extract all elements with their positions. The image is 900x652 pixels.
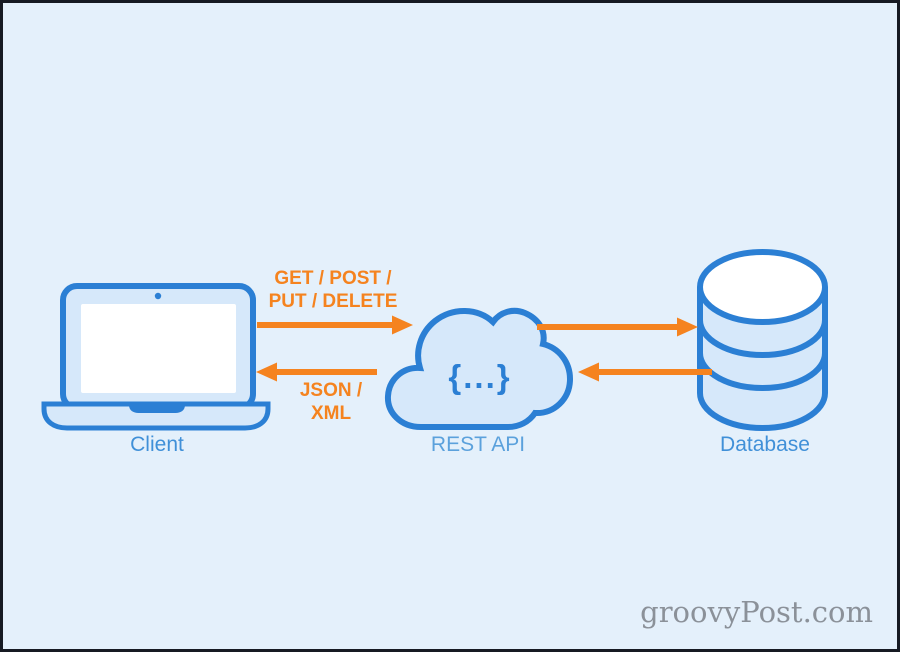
laptop-base-notch <box>129 404 185 413</box>
database-band-divider-1 <box>697 319 828 358</box>
database-top-ellipse <box>697 249 828 325</box>
arrow-response-api-to-client <box>256 362 377 382</box>
request-methods-line1: GET / POST / <box>274 268 392 289</box>
laptop-screen <box>81 304 236 393</box>
watermark-text: groovyPost.com <box>640 595 873 629</box>
client-node-label: Client <box>130 433 184 456</box>
arrow-head-right-icon <box>677 317 698 337</box>
response-format-line2: XML <box>310 403 352 424</box>
arrow-head-left-icon <box>256 362 277 382</box>
database-node-label: Database <box>720 433 810 456</box>
laptop-camera-dot <box>154 292 162 300</box>
arrow-database-to-api <box>578 362 712 382</box>
arrow-head-right-icon <box>392 315 413 335</box>
request-methods-line2: PUT / DELETE <box>268 291 398 312</box>
response-format-line1: JSON / <box>299 380 363 401</box>
arrow-head-left-icon <box>578 362 599 382</box>
database-body-outline <box>697 287 828 431</box>
laptop-icon <box>41 283 271 431</box>
cloud-shape <box>385 307 574 430</box>
laptop-base <box>41 401 271 431</box>
request-methods-label: GET / POST / PUT / DELETE <box>253 267 413 313</box>
code-braces-label: {...} <box>448 358 512 395</box>
database-band-divider-2 <box>697 352 828 391</box>
rest-api-node-label: REST API <box>430 433 526 456</box>
cloud-icon <box>385 307 574 430</box>
arrow-request-client-to-api <box>257 315 413 335</box>
database-icon <box>697 249 828 431</box>
response-format-label: JSON / XML <box>251 379 411 425</box>
arrow-api-to-database <box>537 317 698 337</box>
